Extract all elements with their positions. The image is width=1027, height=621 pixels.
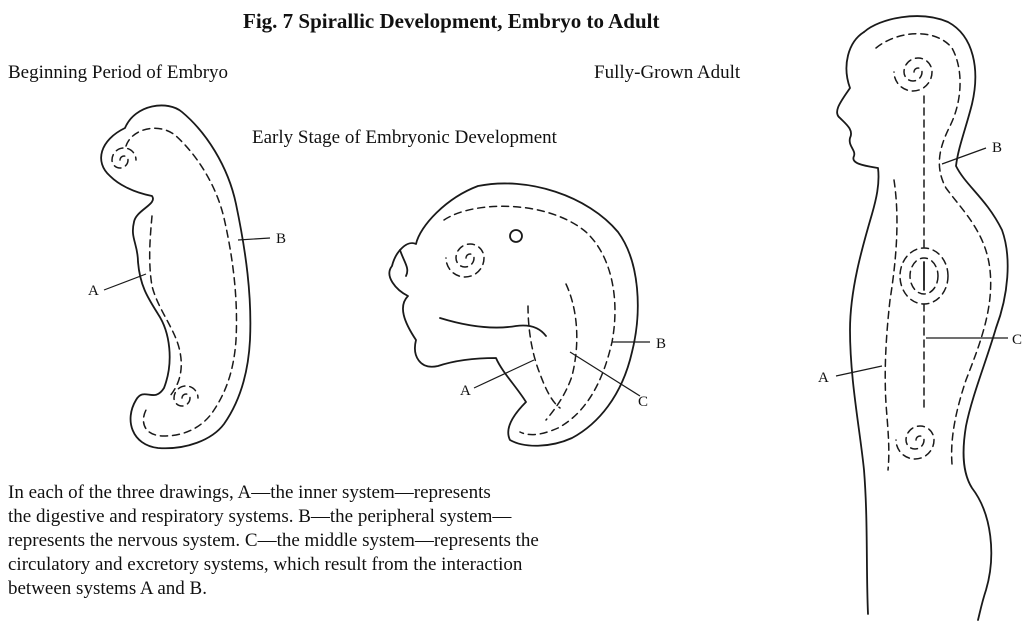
embryo-early-inner bbox=[528, 306, 560, 408]
caption-line: represents the nervous system. C—the mid… bbox=[8, 529, 768, 553]
spiral-head-embryo-early bbox=[446, 244, 484, 277]
embryo-early-eye bbox=[510, 230, 522, 242]
marker-b-embryo-early: B bbox=[656, 336, 666, 352]
pointer-a-adult bbox=[836, 366, 882, 376]
adult-front-profile bbox=[837, 32, 878, 614]
embryo-beginning-drawing bbox=[101, 105, 270, 448]
adult-inner bbox=[885, 180, 897, 470]
embryo-early-middle bbox=[546, 284, 577, 420]
heart-figure-adult bbox=[900, 248, 948, 304]
marker-c-adult: C bbox=[1012, 332, 1022, 348]
embryo-early-drawing bbox=[389, 183, 650, 445]
embryo-early-hand bbox=[400, 250, 407, 276]
caption-line: between systems A and B. bbox=[8, 577, 768, 601]
pointer-a-embryo-beginning bbox=[104, 274, 146, 290]
caption-line: In each of the three drawings, A—the inn… bbox=[8, 481, 768, 505]
embryo-early-periphery bbox=[444, 206, 615, 434]
adult-drawing bbox=[836, 16, 1008, 620]
caption-line: the digestive and respiratory systems. B… bbox=[8, 505, 768, 529]
figure-caption: In each of the three drawings, A—the inn… bbox=[8, 481, 768, 601]
marker-a-embryo-early: A bbox=[460, 383, 471, 399]
spiral-tail-embryo-beginning bbox=[174, 386, 198, 406]
embryo-early-outline bbox=[389, 183, 637, 445]
marker-a-adult: A bbox=[818, 370, 829, 386]
marker-a-embryo-beginning: A bbox=[88, 283, 99, 299]
pointer-a-embryo-early bbox=[474, 360, 534, 388]
marker-b-embryo-beginning: B bbox=[276, 231, 286, 247]
embryo-beginning-inner bbox=[150, 216, 182, 396]
spiral-head-embryo-beginning bbox=[112, 148, 136, 168]
spiral-head-adult bbox=[894, 58, 932, 91]
spiral-lower-adult bbox=[896, 426, 934, 459]
marker-b-adult: B bbox=[992, 140, 1002, 156]
caption-line: circulatory and excretory systems, which… bbox=[8, 553, 768, 577]
marker-c-embryo-early: C bbox=[638, 394, 648, 410]
embryo-beginning-outline bbox=[101, 105, 250, 448]
pointer-b-adult bbox=[942, 148, 986, 164]
